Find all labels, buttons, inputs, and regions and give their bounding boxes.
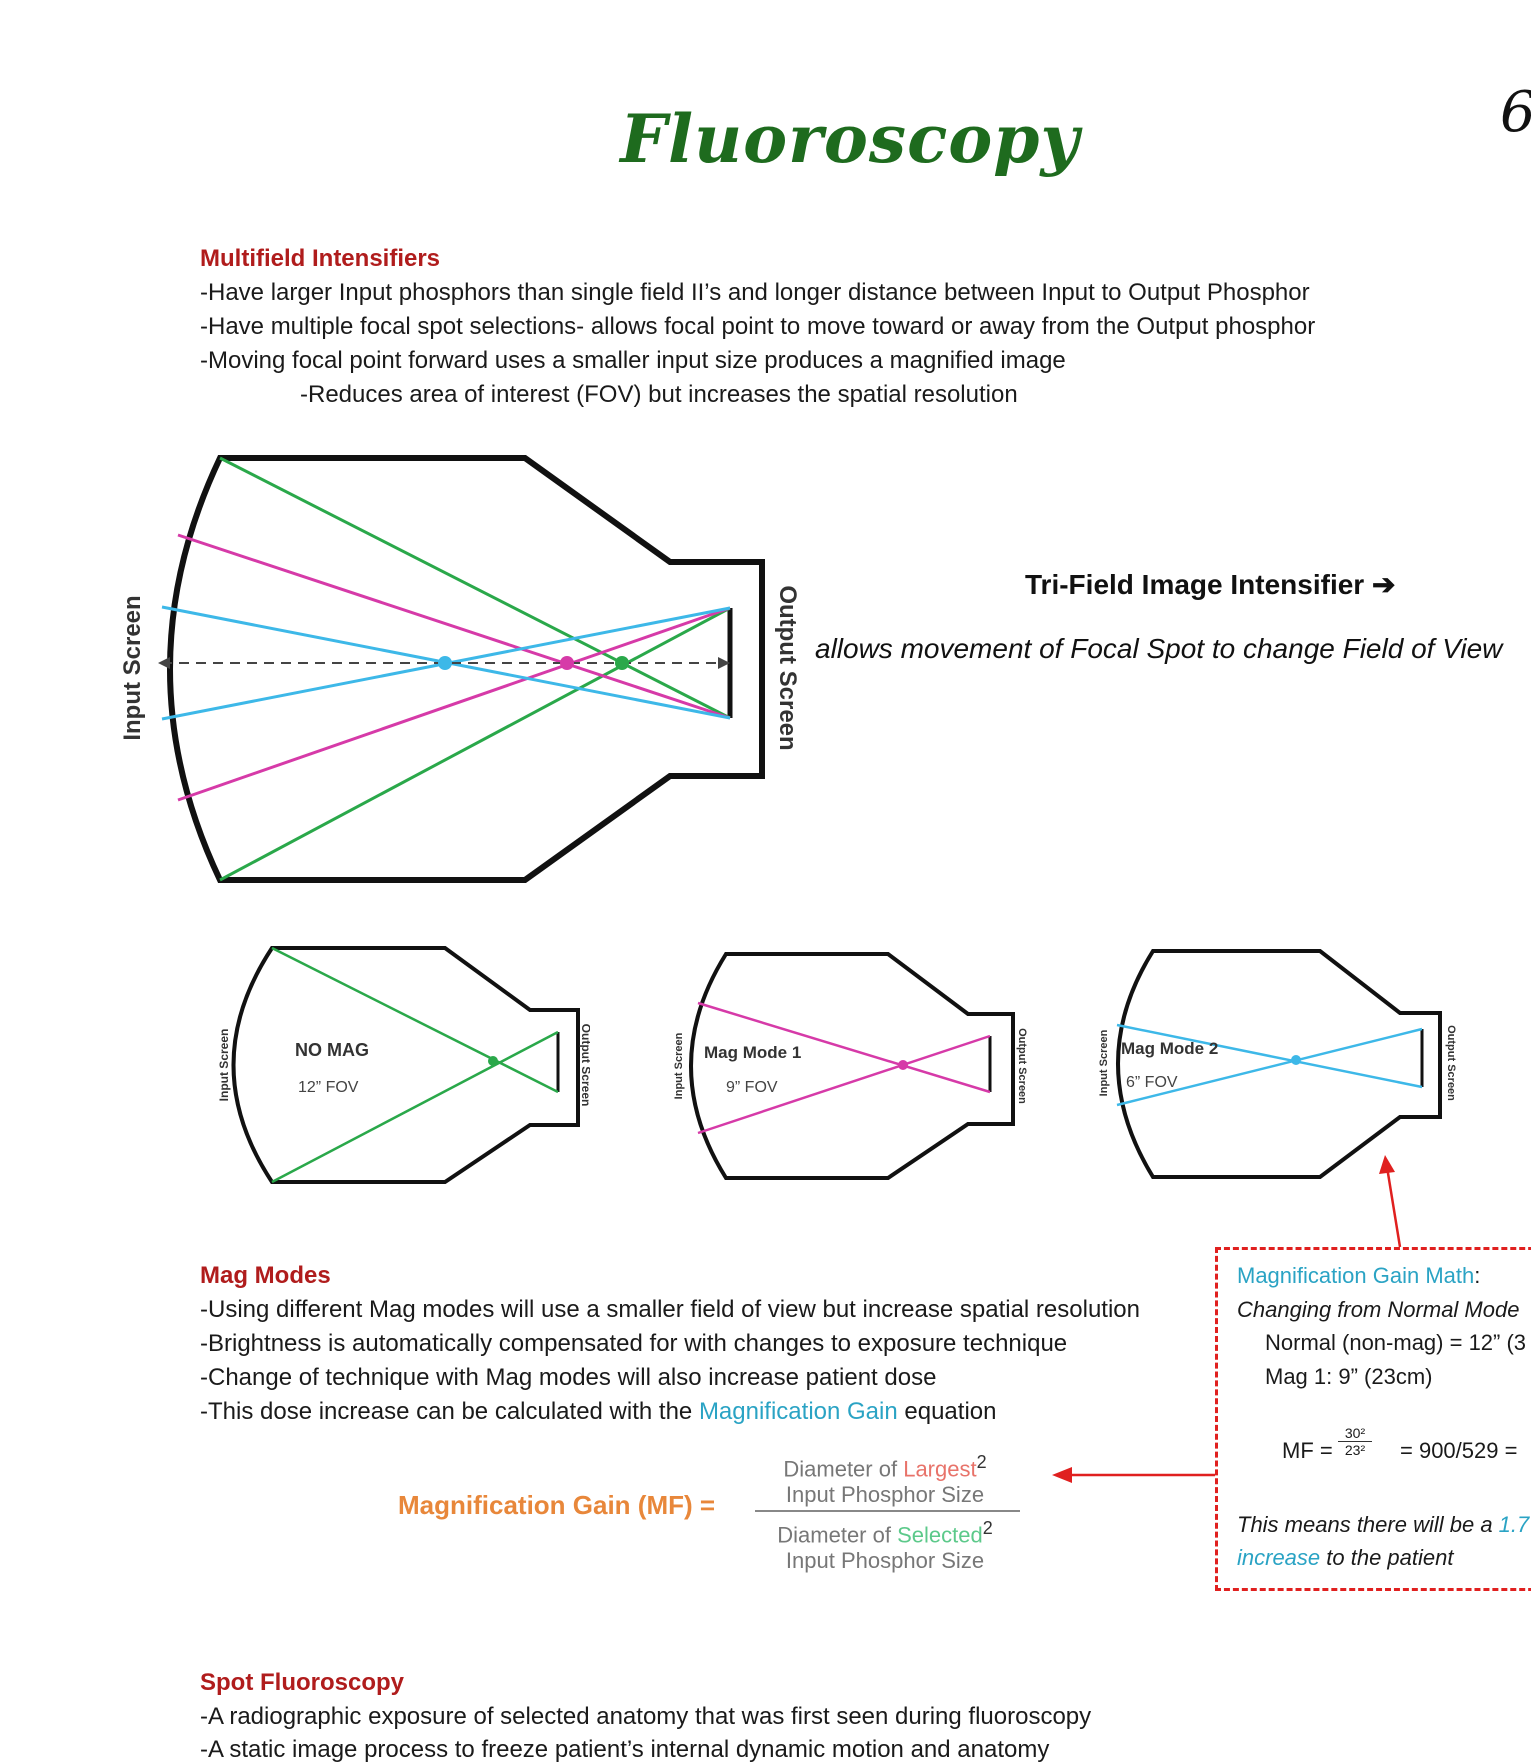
small-diagram-no-mag: NO MAG 12” FOV Input Screen Output Scree… [217, 946, 590, 1184]
focal-point-pink [560, 656, 574, 670]
formula-label: Magnification Gain (MF) = [398, 1490, 716, 1520]
denominator-highlight: Selected [897, 1522, 983, 1548]
pink-beam-top [177, 533, 731, 720]
conclusion-highlight: 1.7 [1498, 1512, 1530, 1537]
math-box-mf-fraction: 30² 23² [1338, 1425, 1372, 1458]
mag-modes-line-4-suffix: equation [897, 1398, 997, 1425]
math-box-title-colon: : [1474, 1263, 1481, 1288]
multifield-line-1: -Have larger Input phosphors than single… [200, 279, 1310, 306]
mag-1-input-label: Input Screen [673, 1032, 685, 1099]
tri-field-title: Tri-Field Image Intensifier ➔ [1025, 568, 1395, 601]
spot-heading: Spot Fluoroscopy [200, 1669, 404, 1696]
focal-point-blue [438, 656, 452, 670]
conclusion-line-2-suffix: to the patient [1320, 1545, 1454, 1570]
formula-numerator: Diameter of Largest2 Input Phosphor Size [750, 1452, 1020, 1508]
math-box-title-text: Magnification Gain Math [1237, 1263, 1475, 1288]
mag-2-input-label: Input Screen [1098, 1029, 1110, 1096]
no-mag-output-label: Output Screen [579, 1024, 590, 1107]
mag-2-beam-top [1116, 1023, 1423, 1089]
mag-modes-heading: Mag Modes [200, 1262, 331, 1289]
no-mag-focal-point [488, 1056, 498, 1066]
output-screen-label: Output Screen [774, 585, 801, 750]
fraction-bar [755, 1510, 1020, 1512]
page-number: 6 [1500, 80, 1531, 145]
small-diagram-mag-1: Mag Mode 1 9” FOV Input Screen Output Sc… [673, 952, 1028, 1180]
mag-1-fov-label: 9” FOV [726, 1079, 778, 1096]
conclusion-prefix: This means there will be a [1237, 1512, 1499, 1537]
denominator-line-2: Input Phosphor Size [785, 1548, 985, 1574]
numerator-exponent: 2 [976, 1452, 987, 1472]
mag-modes-line-1: -Using different Mag modes will use a sm… [200, 1296, 1140, 1323]
math-box-mag1: Mag 1: 9” (23cm) [1265, 1364, 1433, 1389]
numerator-highlight: Largest [903, 1456, 977, 1482]
math-box-conclusion-1: This means there will be a 1.7 [1237, 1512, 1529, 1538]
pink-beam-bottom [177, 606, 731, 802]
axis-arrow-left [158, 657, 170, 669]
no-mag-outline [231, 946, 580, 1184]
numerator-prefix: Diameter of [783, 1456, 904, 1482]
multifield-line-4: -Reduces area of interest (FOV) but incr… [300, 381, 1018, 408]
arrow-left-icon [1052, 1467, 1072, 1483]
arrow-to-diagram-line [1385, 1166, 1402, 1248]
mag-1-focal-point [898, 1060, 908, 1070]
annotation-arrows [1052, 1155, 1402, 1483]
mag-1-beam-top [697, 1001, 991, 1094]
green-beam-bottom [219, 606, 731, 882]
tri-field-diagram: Input Screen Output Screen [119, 455, 801, 883]
denominator-exponent: 2 [982, 1518, 993, 1538]
mag-modes-line-2: -Brightness is automatically compensated… [200, 1330, 1068, 1357]
magnification-math-box [1215, 1247, 1531, 1591]
axis-arrow-right [718, 657, 730, 669]
no-mag-fov-label: 12” FOV [298, 1079, 359, 1096]
spot-line-1: -A radiographic exposure of selected ana… [200, 1703, 1092, 1730]
input-screen-label: Input Screen [119, 595, 146, 740]
small-diagram-mag-2: Mag Mode 2 6” FOV Input Screen Output Sc… [1098, 949, 1457, 1179]
numerator-line-2: Input Phosphor Size [785, 1482, 985, 1508]
mag-2-output-label: Output Screen [1445, 1025, 1457, 1101]
math-box-conclusion-2: increase to the patient [1237, 1545, 1453, 1571]
math-box-mf-num: 30² [1344, 1425, 1366, 1441]
mag-1-output-label: Output Screen [1016, 1028, 1028, 1104]
math-box-title: Magnification Gain Math: [1237, 1263, 1480, 1289]
multifield-line-3: -Moving focal point forward uses a small… [200, 347, 1066, 374]
math-box-mf-result: = 900/529 = [1400, 1438, 1518, 1463]
mag-2-mode-label: Mag Mode 2 [1121, 1039, 1218, 1058]
conclusion-line-2-highlight: increase [1237, 1545, 1321, 1570]
math-box-normal: Normal (non-mag) = 12” (3 [1265, 1330, 1527, 1355]
arrow-right-icon: ➔ [1371, 569, 1396, 600]
tri-field-subtitle: allows movement of Focal Spot to change … [815, 633, 1503, 664]
mag-1-beam-bottom [697, 1034, 991, 1135]
math-box-mf-den: 23² [1338, 1441, 1372, 1458]
spot-line-2: -A static image process to freeze patien… [200, 1736, 1050, 1763]
mag-2-outline [1116, 949, 1442, 1179]
mag-modes-line-4-prefix: -This dose increase can be calculated wi… [200, 1398, 699, 1425]
focal-point-green [615, 656, 629, 670]
intensifier-outline [167, 455, 765, 883]
no-mag-beam-top [271, 946, 559, 1094]
mag-2-focal-point [1291, 1055, 1301, 1065]
math-box-mf-prefix: MF = [1282, 1438, 1333, 1463]
green-beam-top [219, 456, 731, 720]
mag-modes-line-3: -Change of technique with Mag modes will… [200, 1364, 937, 1391]
math-box-subtitle: Changing from Normal Mode [1237, 1297, 1520, 1322]
mag-1-mode-label: Mag Mode 1 [704, 1043, 801, 1062]
no-mag-beam-bottom [271, 1030, 559, 1184]
mag-modes-line-4: -This dose increase can be calculated wi… [200, 1398, 996, 1426]
page-title: Fluoroscopy [620, 100, 1080, 178]
mag-2-fov-label: 6” FOV [1126, 1074, 1178, 1091]
mag-1-outline [689, 952, 1015, 1180]
tri-field-title-text: Tri-Field Image Intensifier [1025, 569, 1365, 600]
multifield-heading: Multifield Intensifiers [200, 245, 441, 272]
magnification-gain-term: Magnification Gain [698, 1398, 898, 1425]
mag-2-beam-bottom [1116, 1027, 1423, 1107]
arrow-up-icon [1379, 1155, 1395, 1174]
formula-denominator: Diameter of Selected2 Input Phosphor Siz… [750, 1518, 1020, 1574]
no-mag-mode-label: NO MAG [295, 1040, 369, 1060]
denominator-prefix: Diameter of [777, 1522, 898, 1548]
no-mag-input-label: Input Screen [217, 1029, 231, 1102]
multifield-line-2: -Have multiple focal spot selections- al… [200, 313, 1316, 340]
